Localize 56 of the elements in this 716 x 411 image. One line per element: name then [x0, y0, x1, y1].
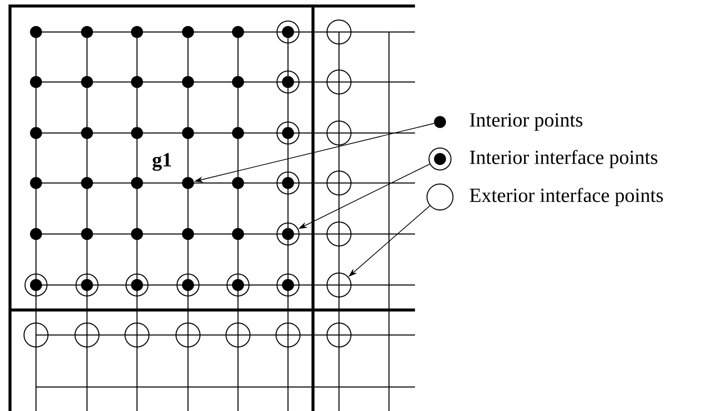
circle-marker: [176, 322, 200, 348]
circle-marker: [124, 322, 150, 348]
dot-marker: [182, 228, 194, 240]
circle-marker: [426, 184, 454, 210]
ring-marker: [276, 70, 300, 94]
ring-marker: [24, 274, 48, 296]
dot-marker: [232, 76, 244, 88]
circle-marker: [326, 272, 352, 298]
circle-marker: [326, 120, 352, 146]
point-label: Exterior interface points: [470, 188, 663, 206]
dot-marker: [131, 76, 143, 88]
dot-marker: [81, 177, 93, 189]
ring-marker: [428, 148, 452, 170]
dot-marker: [131, 228, 143, 240]
circle-marker: [326, 322, 352, 348]
dot-marker: [434, 116, 446, 128]
dot-marker: [182, 26, 194, 38]
ring-marker: [276, 172, 300, 194]
dot-marker: [182, 177, 194, 189]
dot-marker: [30, 26, 42, 38]
ring-marker: [276, 20, 300, 44]
circle-marker: [326, 20, 352, 44]
circle-marker: [74, 322, 100, 348]
dot-marker: [232, 177, 244, 189]
dot-marker: [232, 127, 244, 139]
grid-label: g1: [151, 152, 173, 172]
point-label: Interior interface points: [470, 150, 658, 168]
circle-marker: [326, 170, 352, 196]
dot-marker: [30, 127, 42, 139]
ring-marker: [276, 122, 300, 144]
ring-marker: [176, 274, 200, 296]
ring-marker: [276, 222, 300, 246]
dot-marker: [81, 127, 93, 139]
ring-marker: [126, 274, 148, 296]
dot-marker: [81, 228, 93, 240]
dot-marker: [131, 26, 143, 38]
ring-marker: [276, 274, 300, 296]
ring-marker: [76, 274, 98, 296]
circle-marker: [326, 70, 352, 94]
dot-marker: [81, 26, 93, 38]
dot-marker: [232, 228, 244, 240]
dot-marker: [30, 76, 42, 88]
point-label: Interior points: [470, 113, 582, 131]
dot-marker: [131, 177, 143, 189]
dot-marker: [232, 26, 244, 38]
circle-marker: [276, 322, 300, 348]
dot-marker: [131, 127, 143, 139]
dot-marker: [182, 76, 194, 88]
dot-marker: [30, 228, 42, 240]
circle-marker: [226, 322, 250, 348]
ring-marker: [226, 274, 250, 296]
circle-marker: [24, 322, 48, 348]
dot-marker: [182, 127, 194, 139]
circle-marker: [326, 222, 352, 246]
dot-marker: [81, 76, 93, 88]
dot-marker: [30, 177, 42, 189]
